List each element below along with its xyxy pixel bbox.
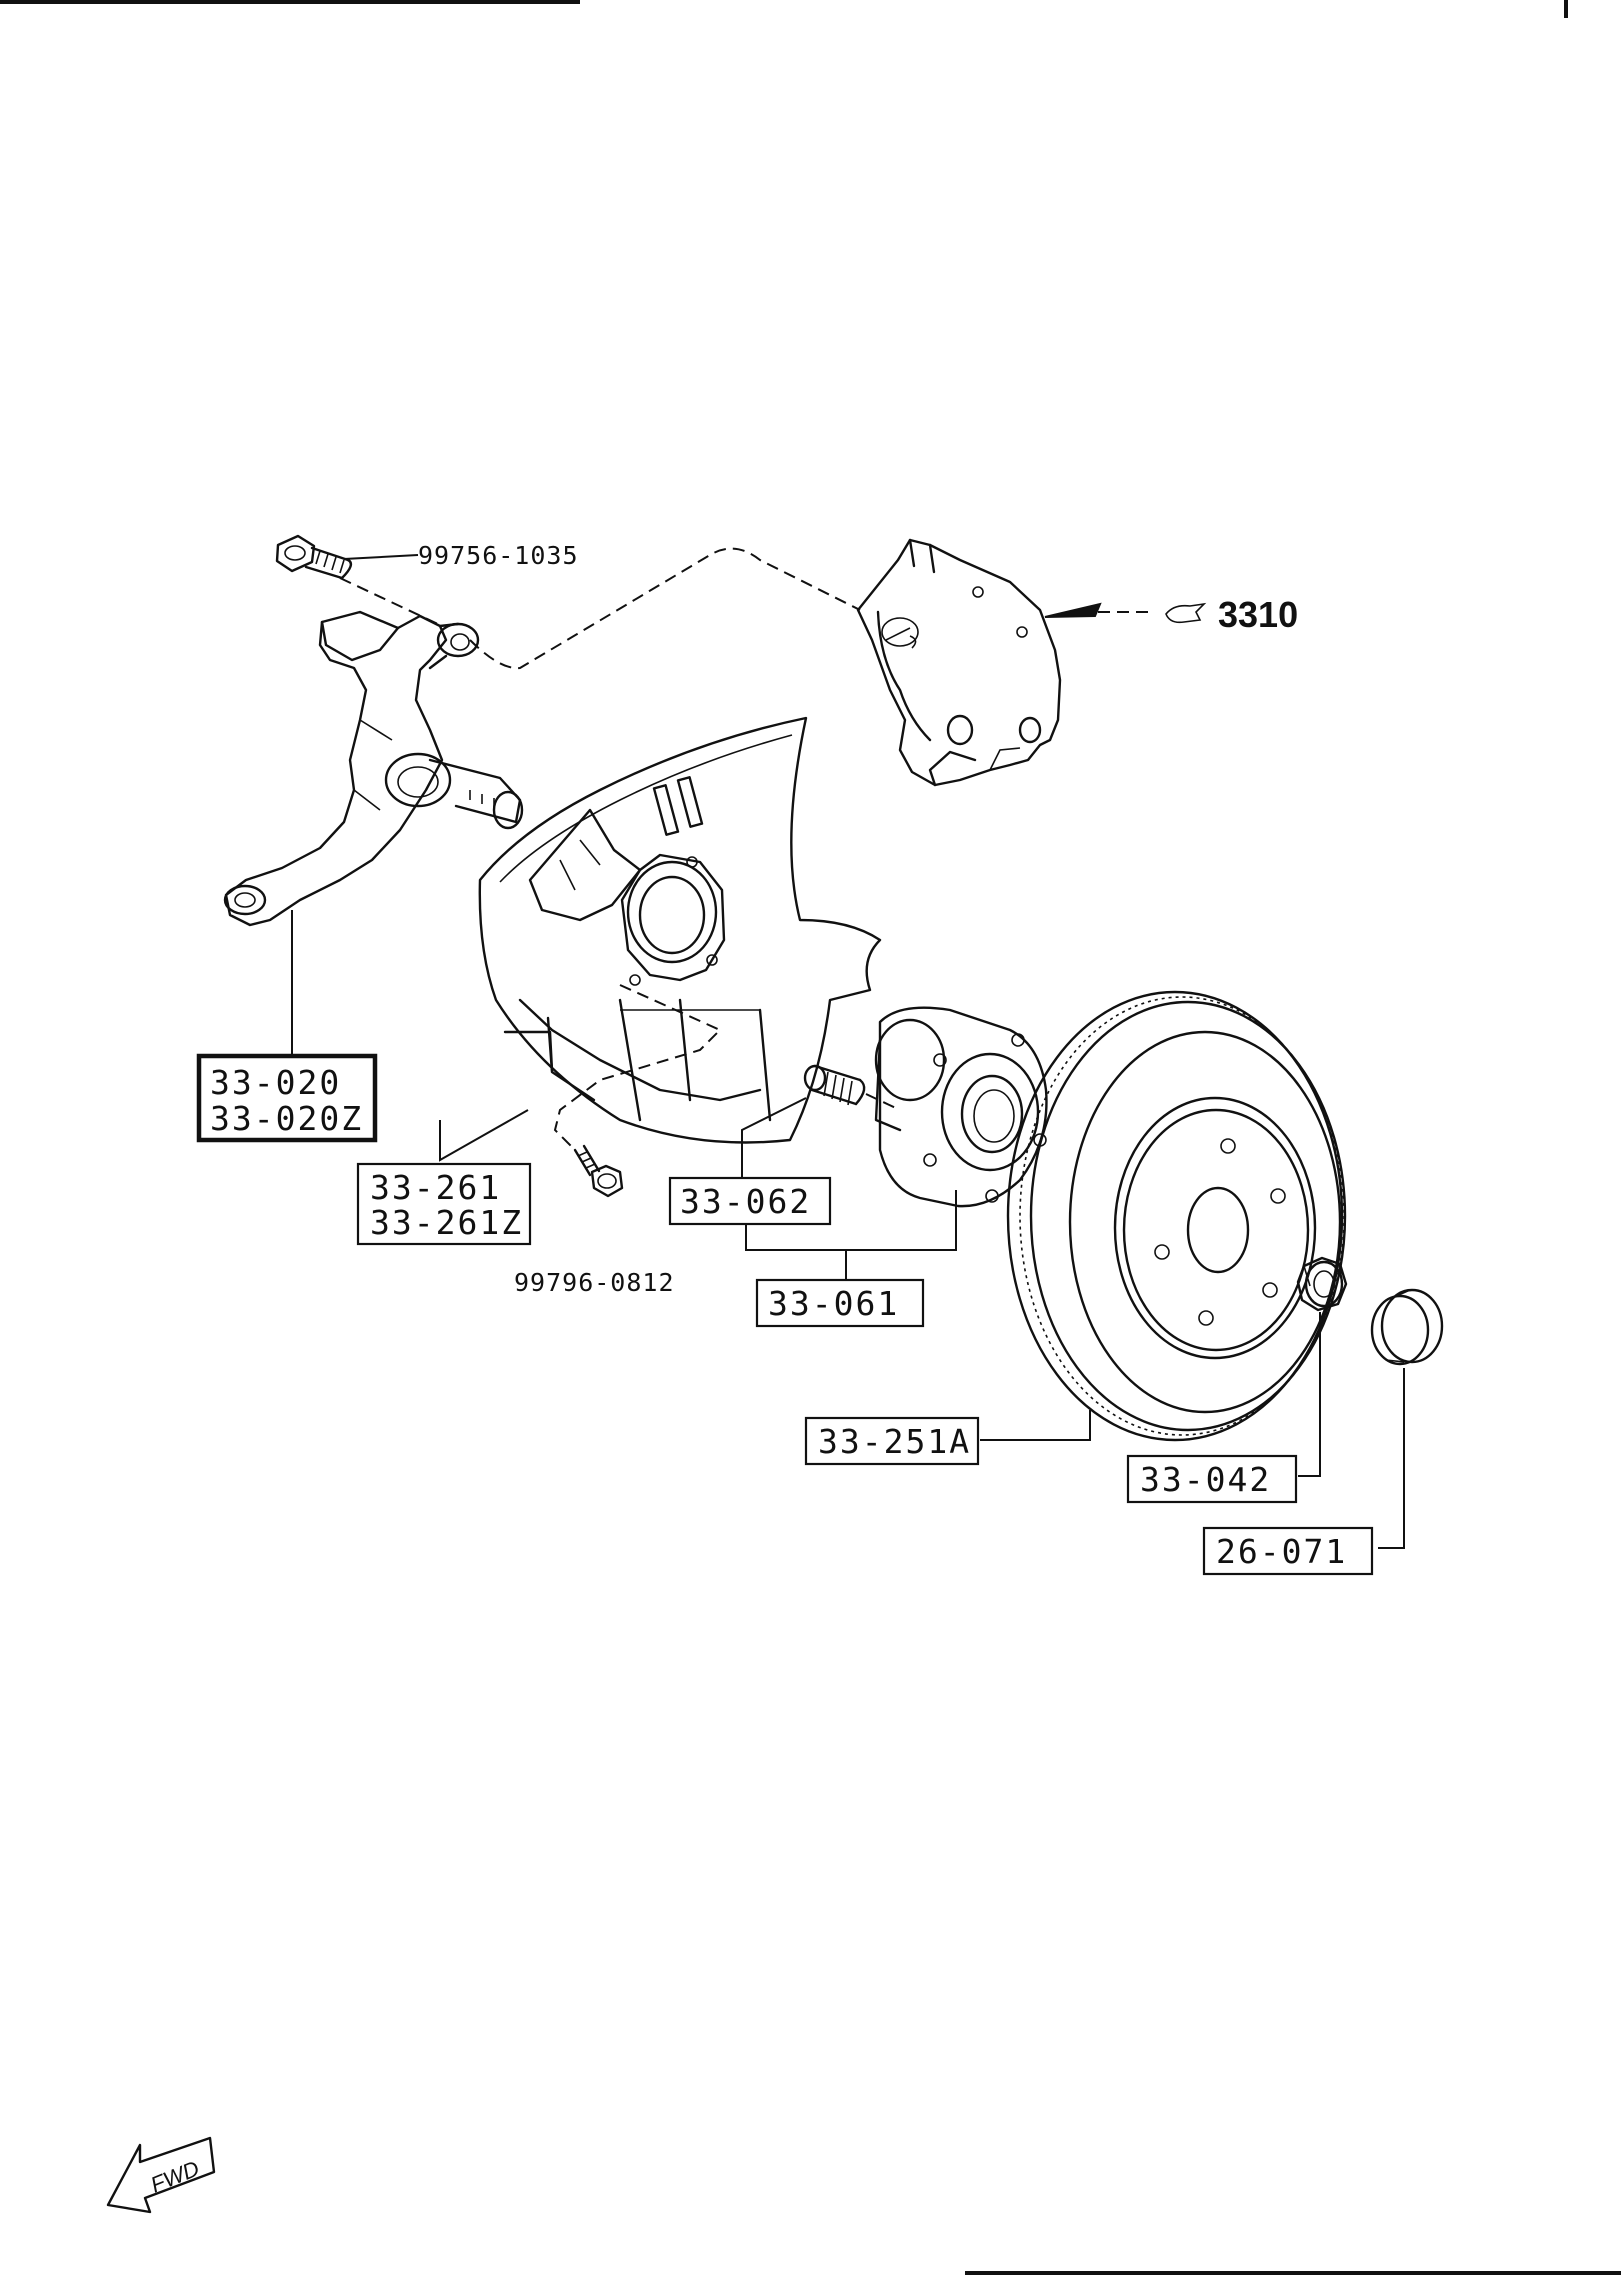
lock-nut-icon xyxy=(1296,1256,1348,1312)
label-bolt-99756-1035: 99756-1035 xyxy=(418,541,579,570)
label-box-hub-cap xyxy=(1202,1526,1374,1576)
dust-cover-icon xyxy=(478,716,882,1151)
label-lock-nut-33-042: 33-042 xyxy=(1140,1460,1271,1499)
knuckle-bolt-icon xyxy=(275,534,353,580)
label-box-disc-rotor xyxy=(804,1416,980,1466)
label-box-dust-cover xyxy=(356,1162,532,1246)
label-bolt-99796-0812: 99796-0812 xyxy=(514,1268,675,1297)
hub-bolt-icon xyxy=(803,1064,866,1106)
brake-caliper-icon xyxy=(856,538,1062,787)
label-dust-cover-33-261: 33-261 xyxy=(370,1168,501,1207)
dust-cover-bolt-icon xyxy=(573,1144,624,1198)
label-disc-rotor-33-251a: 33-251A xyxy=(818,1422,971,1461)
label-box-lock-nut xyxy=(1126,1454,1298,1504)
reference-pointer-icon xyxy=(1165,602,1207,624)
label-knuckle-33-020: 33-020 xyxy=(210,1063,341,1102)
hub-cap-icon xyxy=(1370,1288,1444,1366)
label-hub-bolt-33-062: 33-062 xyxy=(680,1182,811,1221)
steering-knuckle-icon xyxy=(223,610,524,927)
disc-rotor-icon xyxy=(1006,990,1347,1442)
label-fwd: FWD xyxy=(147,2156,203,2198)
label-box-hub-bolt xyxy=(668,1176,832,1226)
label-hub-cap-26-071: 26-071 xyxy=(1216,1532,1347,1571)
wheel-hub-icon xyxy=(874,1006,1048,1208)
label-knuckle-33-020z: 33-020Z xyxy=(210,1099,363,1138)
label-caliper-ref-3310: 3310 xyxy=(1218,594,1298,635)
label-box-knuckle xyxy=(196,1053,378,1143)
label-hub-33-061: 33-061 xyxy=(768,1284,899,1323)
label-box-hub xyxy=(755,1278,925,1328)
label-dust-cover-33-261z: 33-261Z xyxy=(370,1203,523,1242)
forward-direction-arrow-icon: FWD xyxy=(106,2136,216,2214)
caliper-pointer-arrow-icon xyxy=(1044,602,1102,618)
